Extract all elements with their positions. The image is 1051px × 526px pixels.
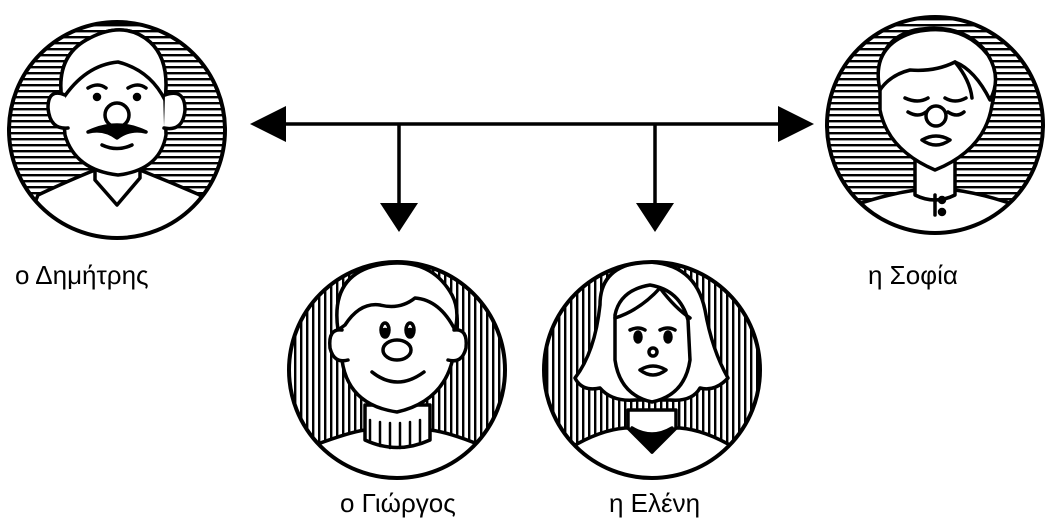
daughter-portrait-icon <box>542 260 762 480</box>
daughter-name-label: η Ελένη <box>609 488 701 518</box>
son-name-label: ο Γιώργος <box>340 488 456 518</box>
arrow-down-son-icon <box>380 203 418 232</box>
father-name-label: ο Δημήτρης <box>15 260 149 290</box>
relationship-connectors <box>258 122 800 205</box>
arrow-down-daughter-icon <box>636 203 674 232</box>
arrow-right-icon <box>778 106 814 142</box>
arrow-left-icon <box>250 106 286 142</box>
son-portrait-icon <box>287 260 507 480</box>
father-portrait-icon <box>7 20 227 240</box>
mother-portrait-icon <box>825 15 1045 235</box>
mother-name-label: η Σοφία <box>868 260 958 290</box>
